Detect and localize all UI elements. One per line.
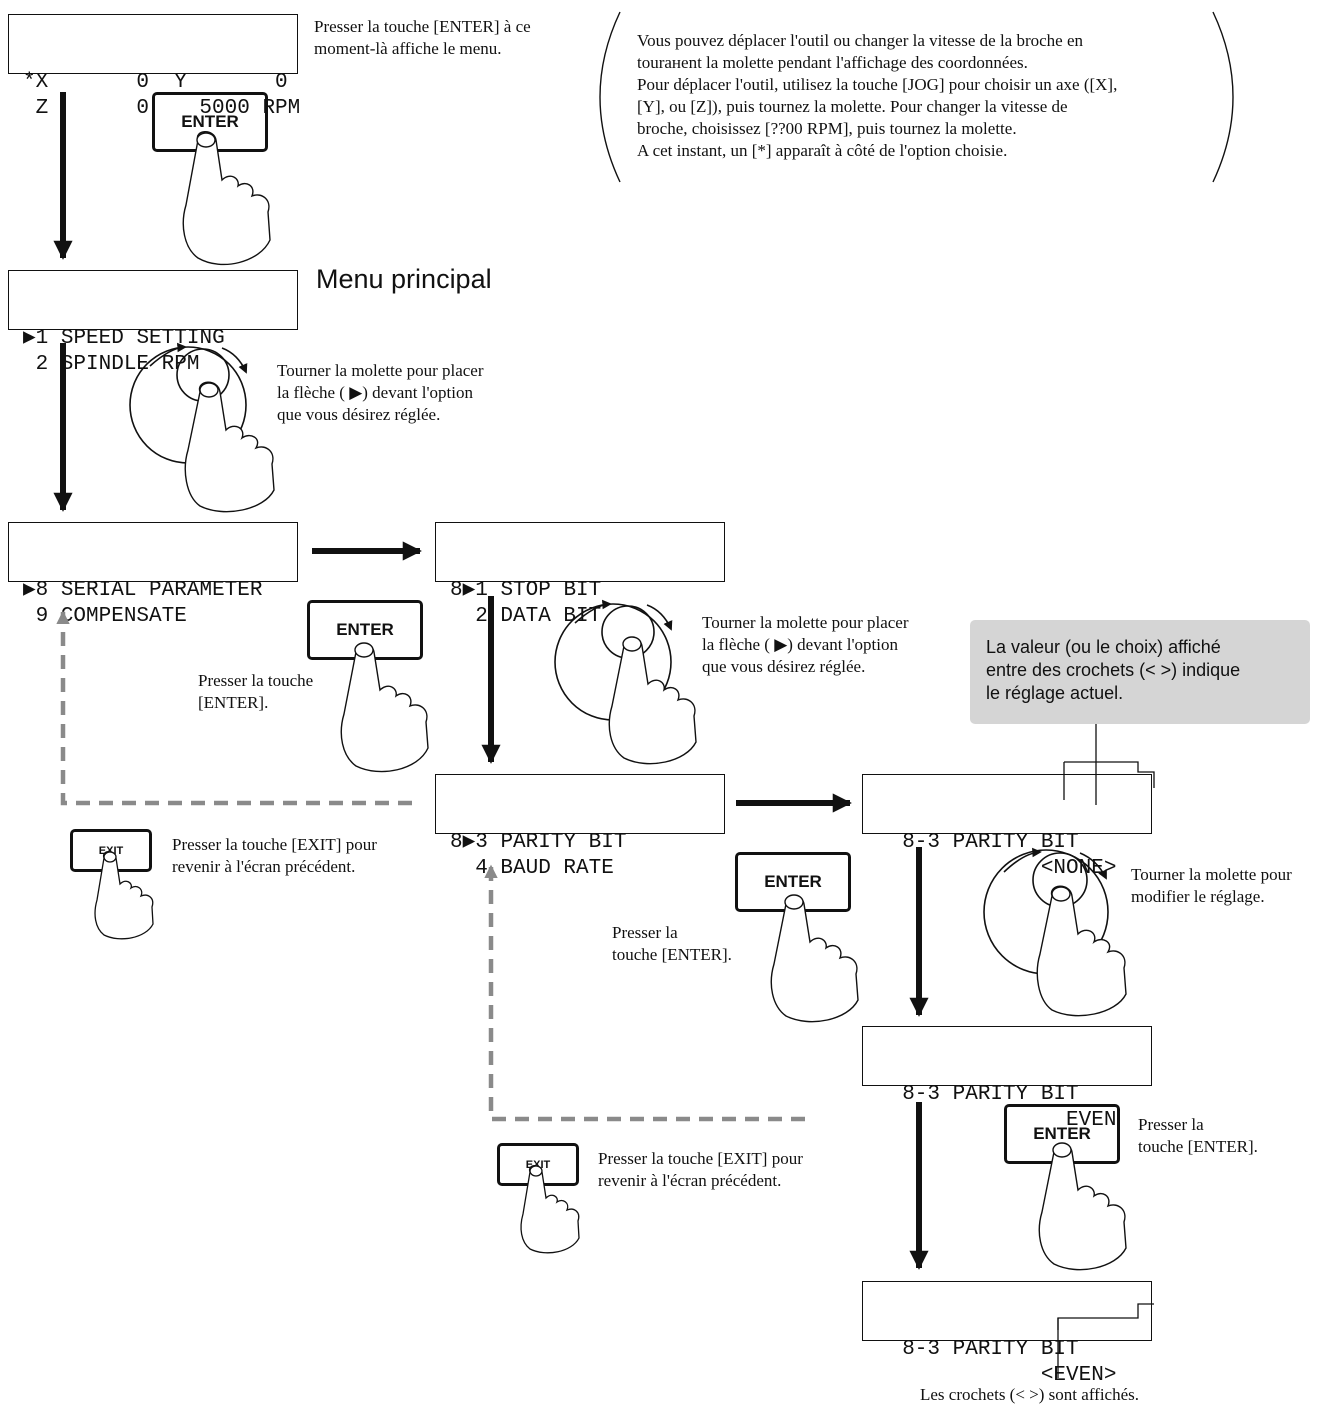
- press-enter-text: Presser la touche [ENTER].: [198, 670, 313, 714]
- text-line: Presser la: [612, 923, 678, 942]
- hand-icon: [608, 636, 697, 765]
- lcd-serial-parameter: ▶8 SERIAL PARAMETER 9 COMPENSATE: [8, 522, 298, 628]
- lcd-line: 8▶3 PARITY BIT: [450, 831, 627, 854]
- lcd-parity-even-set: 8-3 PARITY BIT <EVEN>: [862, 1281, 1152, 1387]
- enter-key-label: ENTER: [764, 872, 822, 891]
- lcd-line: 4 BAUD RATE: [450, 857, 614, 880]
- hand-icon: [184, 381, 275, 513]
- text-line: revenir à l'écran précédent.: [598, 1171, 782, 1190]
- text-line: revenir à l'écran précédent.: [172, 857, 356, 876]
- lcd-line: 9 COMPENSATE: [23, 605, 187, 628]
- lcd-coordinates: *X 0 Y 0 Z 0 5000 RPM: [8, 14, 300, 120]
- hand-icon: [182, 131, 271, 266]
- text-line: broche, choisissez [??00 RPM], puis tour…: [637, 119, 1017, 138]
- text-line: Presser la touche [ENTER] à ce: [314, 17, 531, 36]
- hand-icon: [520, 1164, 580, 1254]
- lcd-line: ▶8 SERIAL PARAMETER: [23, 579, 263, 602]
- current-setting-note: La valeur (ou le choix) affiché entre de…: [970, 620, 1310, 724]
- text-line: Tourner la molette pour: [1131, 865, 1292, 884]
- text-line: que vous désirez réglée.: [702, 657, 866, 676]
- exit-key: EXIT: [497, 1143, 579, 1186]
- enter-key-label: ENTER: [181, 112, 239, 131]
- press-exit-text: Presser la touche [EXIT] pour revenir à …: [598, 1148, 803, 1192]
- hand-icon: [1038, 1142, 1127, 1271]
- note-line: La valeur (ou le choix) affiché: [986, 637, 1221, 657]
- lcd-stop-bit: 8▶1 STOP BIT 2 DATA BIT: [435, 522, 725, 628]
- lcd-line: Z 0 5000 RPM: [23, 97, 301, 120]
- lcd-main-menu: ▶1 SPEED SETTING 2 SPINDLE RPM: [8, 270, 298, 376]
- callout-lines: [1057, 724, 1155, 1378]
- exit-key: EXIT: [70, 829, 152, 872]
- lcd-parity-menu: 8▶3 PARITY BIT 4 BAUD RATE: [435, 774, 725, 880]
- turn-dial-text: Tourner la molette pour placer la flèche…: [702, 612, 909, 678]
- text-line: Presser la touche [EXIT] pour: [598, 1149, 803, 1168]
- press-enter-text: Presser la touche [ENTER].: [1138, 1114, 1258, 1158]
- lcd-line: *X 0 Y 0: [23, 71, 288, 94]
- info-parentheses: [599, 11, 1234, 183]
- text-line: Tourner la molette pour placer: [702, 613, 909, 632]
- turn-dial-modify-text: Tourner la molette pour modifier le régl…: [1131, 864, 1292, 908]
- text-line: Pour déplacer l'outil, utilisez la touch…: [637, 75, 1118, 94]
- lcd-line: 8▶1 STOP BIT: [450, 579, 602, 602]
- text-line: tourанent la molette pendant l'affichage…: [637, 53, 1028, 72]
- lcd-line: 8-3 PARITY BIT: [877, 831, 1079, 854]
- text-line: modifier le réglage.: [1131, 887, 1265, 906]
- text-line: touche [ENTER].: [1138, 1137, 1258, 1156]
- enter-shows-menu-text: Presser la touche [ENTER] à ce moment-là…: [314, 16, 531, 60]
- hand-icon: [770, 894, 859, 1023]
- text-line: A cet instant, un [*] apparaît à côté de…: [637, 141, 1008, 160]
- text-line: Presser la: [1138, 1115, 1204, 1134]
- turn-dial-text: Tourner la molette pour placer la flèche…: [277, 360, 484, 426]
- hand-icon: [94, 850, 154, 940]
- text-line: Vous pouvez déplacer l'outil ou changer …: [637, 31, 1084, 50]
- brackets-shown-text: Les crochets (< >) sont affichés.: [920, 1385, 1140, 1404]
- lcd-line: 8-3 PARITY BIT: [877, 1338, 1079, 1361]
- note-line: entre des crochets (< >) indique: [986, 660, 1241, 680]
- lcd-line: 8-3 PARITY BIT: [877, 1083, 1079, 1106]
- enter-key-label: ENTER: [1033, 1124, 1091, 1143]
- lcd-line: <NONE>: [877, 857, 1117, 880]
- enter-key-label: ENTER: [336, 620, 394, 639]
- flow-arrows: [53, 92, 929, 1270]
- text-line: touche [ENTER].: [612, 945, 732, 964]
- press-exit-text: Presser la touche [EXIT] pour revenir à …: [172, 834, 377, 878]
- text-line: Tourner la molette pour placer: [277, 361, 484, 380]
- lcd-line: EVEN: [877, 1109, 1117, 1132]
- note-line: le réglage actuel.: [986, 683, 1124, 703]
- text-line: la flèche ( ▶) devant l'option: [702, 635, 898, 654]
- return-arrows: [56, 610, 805, 1122]
- text-line: que vous désirez réglée.: [277, 405, 441, 424]
- text-line: la flèche ( ▶) devant l'option: [277, 383, 473, 402]
- lcd-line: 2 SPINDLE RPM: [23, 353, 200, 376]
- text-line: [Y], ou [Z]), puis tournez la molette. P…: [637, 97, 1068, 116]
- text-line: Presser la touche [EXIT] pour: [172, 835, 377, 854]
- text-line: Presser la touche: [198, 671, 314, 690]
- hand-icon: [1036, 885, 1127, 1017]
- info-text: Vous pouvez déplacer l'outil ou changer …: [637, 30, 1117, 162]
- lcd-parity-none: 8-3 PARITY BIT <NONE>: [862, 774, 1152, 880]
- lcd-parity-even: 8-3 PARITY BIT EVEN: [862, 1026, 1152, 1132]
- text-line: moment-là affiche le menu.: [314, 39, 502, 58]
- lcd-line: ▶1 SPEED SETTING: [23, 327, 225, 350]
- text-line: [ENTER].: [198, 693, 269, 712]
- main-menu-heading: Menu principal: [316, 264, 492, 294]
- lcd-line: <EVEN>: [877, 1364, 1117, 1387]
- press-enter-text: Presser la touche [ENTER].: [612, 922, 732, 966]
- hand-icon: [340, 642, 429, 773]
